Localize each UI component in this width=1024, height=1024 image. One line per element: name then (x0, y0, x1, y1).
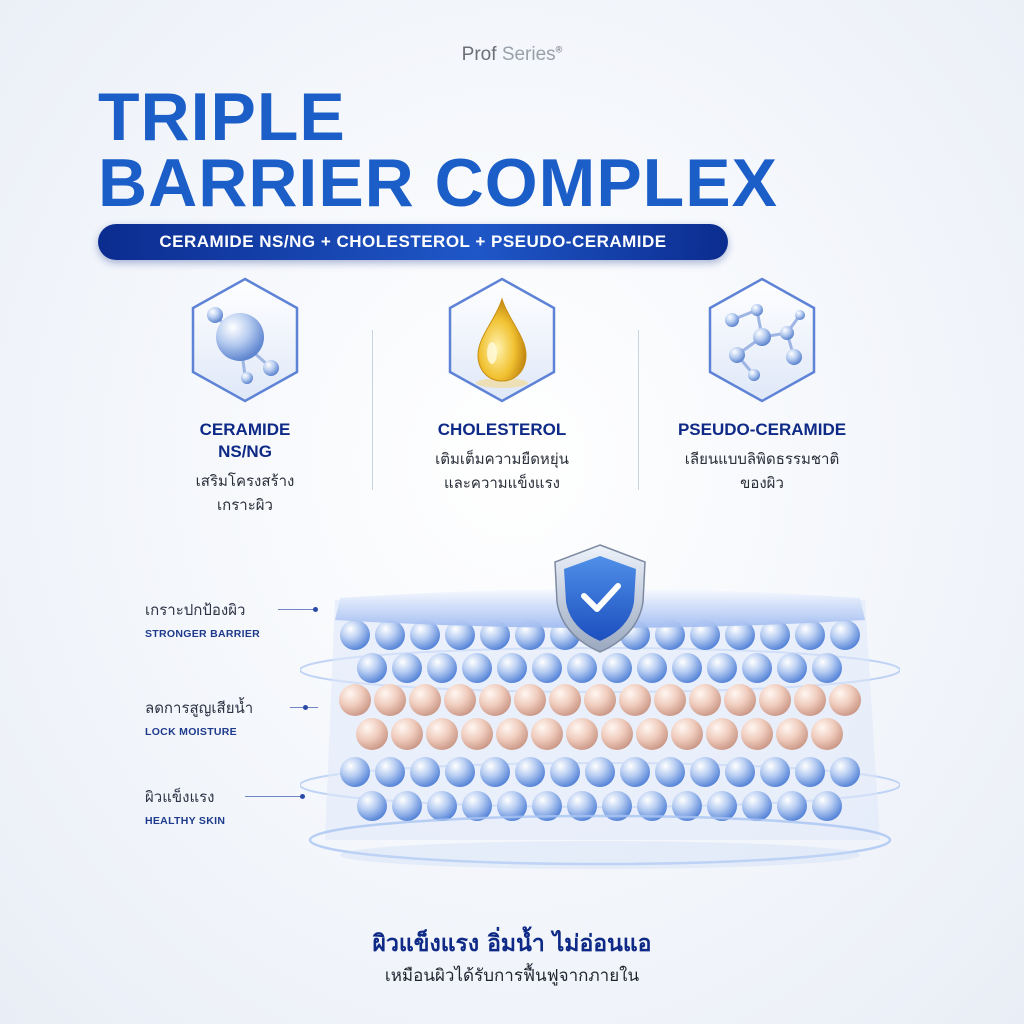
ingredient-name: CERAMIDE (199, 420, 291, 439)
ingredient-desc: เติมเต็มความยืดหยุ่น (435, 450, 569, 468)
ingredient-cholesterol: CHOLESTEROL เติมเต็มความยืดหยุ่น และความ… (372, 275, 632, 495)
brand-prof: Prof (461, 44, 497, 65)
benefit-leader-dot (300, 794, 305, 799)
benefit-label-th: เกราะปกป้องผิว (145, 601, 246, 619)
ingredient-desc: เลียนแบบลิพิดธรรมชาติ (684, 450, 840, 468)
footer-headline: ผิวแข็งแรง อิ่มน้ำ ไม่อ่อนแอ (372, 931, 652, 957)
ingredient-desc: เสริมโครงสร้าง (195, 472, 295, 490)
ingredient-desc-line-2: และความแข็งแรง (444, 474, 560, 492)
ingredient-desc-line-2: เกราะผิว (217, 496, 273, 514)
ingredient-name: CHOLESTEROL (437, 420, 567, 439)
benefit-label-th: ผิวแข็งแรง (145, 788, 215, 806)
ingredient-name-line-2: NS/NG (218, 442, 272, 461)
benefit-label-th: ลดการสูญเสียน้ำ (145, 699, 254, 717)
title-line-2: BARRIER COMPLEX (98, 145, 778, 221)
benefit-label-en: HEALTHY SKIN (145, 815, 226, 827)
column-divider (372, 330, 373, 490)
benefit-healthy-skin: ผิวแข็งแรง HEALTHY SKIN (145, 785, 225, 827)
brand-series: Series (501, 44, 556, 65)
oil-drop-icon (448, 277, 556, 403)
footer-subline: เหมือนผิวได้รับการฟื้นฟูจากภายใน (384, 966, 640, 986)
molecule-chain-icon (708, 277, 816, 403)
ingredient-ceramide: CERAMIDE NS/NG เสริมโครงสร้าง เกราะผิว (115, 275, 375, 517)
page-title: TRIPLE BARRIER COMPLEX (98, 79, 778, 221)
benefit-leader-line (245, 796, 305, 797)
ingredients-formula-badge: CERAMIDE NS/NG + CHOLESTEROL + PSEUDO-CE… (98, 224, 728, 260)
benefit-label-en: LOCK MOISTURE (145, 726, 237, 738)
skin-layers-illustration (300, 544, 900, 869)
brand-logo: Prof Series® (0, 44, 1024, 66)
shield-check-icon (554, 544, 646, 653)
title-line-1: TRIPLE (98, 79, 346, 155)
ingredient-name: PSEUDO-CERAMIDE (677, 420, 847, 439)
benefit-stronger-barrier: เกราะปกป้องผิว STRONGER BARRIER (145, 598, 260, 640)
brand-registered-mark: ® (555, 44, 563, 55)
benefit-leader-line (278, 609, 316, 610)
benefit-leader-dot (313, 607, 318, 612)
ingredient-desc-line-2: ของผิว (740, 474, 784, 492)
ingredient-pseudo-ceramide: PSEUDO-CERAMIDE เลียนแบบลิพิดธรรมชาติ ขอ… (632, 275, 892, 495)
column-divider (638, 330, 639, 490)
benefit-lock-moisture: ลดการสูญเสียน้ำ LOCK MOISTURE (145, 696, 253, 738)
molecule-sphere-icon (191, 277, 299, 403)
benefit-leader-dot (303, 705, 308, 710)
benefit-label-en: STRONGER BARRIER (145, 628, 261, 640)
